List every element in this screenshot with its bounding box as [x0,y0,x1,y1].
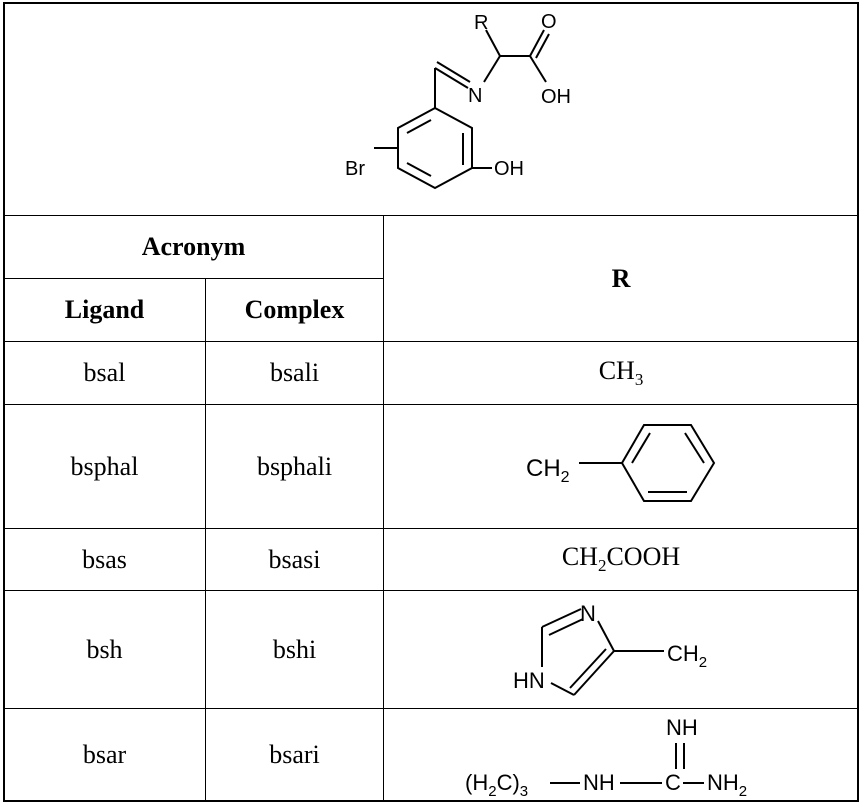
row1-ligand: bsal [83,358,126,387]
row3-r: CH2COOH [561,542,681,576]
benzyl-ch2-label: CH2 [526,455,570,486]
label-br: Br [345,158,365,180]
guan-nh: NH [583,770,615,795]
guan-nh2: NH2 [707,770,747,800]
imid-c5-n1 [550,682,575,696]
bond-co-1 [529,29,545,57]
rule-col-ligand-right [205,278,206,800]
row4-r-imidazolyl: N HN CH2 [513,601,707,696]
bond-n-ca [483,55,501,83]
guan-nh-top: NH [666,715,698,740]
table-frame [3,2,859,802]
rule-acronym-bottom [4,278,383,279]
benzene-ring [397,106,473,190]
imid-c4-c5-b [569,648,607,689]
row4-complex: bshi [272,634,317,664]
guan-chain: (H2C)3 [465,770,528,800]
label-r: R [474,12,488,34]
benzyl-inner-2 [684,432,705,464]
rule-row1-bottom [4,404,858,405]
header-acronym: Acronym [141,232,246,261]
rule-header-bottom [4,341,858,342]
bond-c-oh [529,55,547,83]
schiff-base-structure: R O OH N OH Br [345,11,571,190]
row4-ligand: bsh [86,634,123,664]
imid-c2-n3-a [541,608,582,628]
rule-row4-bottom [4,708,858,709]
rule-structure-bottom [4,215,858,216]
row5-ligand: bsar [82,739,127,769]
benzyl-inner-1 [631,432,651,464]
row2-ligand: bsphal [70,451,139,481]
imid-n3-c4 [597,620,615,652]
row2-r-benzyl: CH2 [526,424,716,502]
header-r: R [611,263,631,293]
rule-row2-bottom [4,528,858,529]
label-n: N [468,85,482,107]
ring-inner-bond-1 [406,119,432,134]
row5-complex: bsari [269,739,320,769]
row5-r-guanidinopropyl: NH (H2C)3 NH C NH2 [465,715,747,800]
bond-imine-2 [436,61,471,83]
bond-imine-1 [434,67,469,89]
imid-c2-n3-b [548,618,584,636]
imid-c4-c5-a [573,650,615,696]
imid-n-label: N [580,601,596,626]
bond-ca-r [485,29,501,57]
row3-complex: bsasi [268,544,321,574]
guan-c: C [665,770,681,795]
imid-hn-label: HN [513,668,545,693]
header-ligand: Ligand [64,295,145,324]
ring-inner-bond-3 [406,162,432,177]
label-o: O [541,11,557,33]
bond-co-2 [535,33,550,59]
row1-complex: bsali [269,358,320,387]
rule-col-complex-right [383,215,384,800]
row1-r: CH3 [598,355,644,390]
benzyl-ring [620,424,716,502]
header-complex: Complex [244,295,345,324]
label-oh-phenol: OH [494,158,524,180]
rule-row3-bottom [4,590,858,591]
row3-ligand: bsas [82,544,127,574]
row2-complex: bsphali [256,451,333,481]
imid-ch2-label: CH2 [667,641,707,671]
label-oh-acid: OH [541,86,571,108]
